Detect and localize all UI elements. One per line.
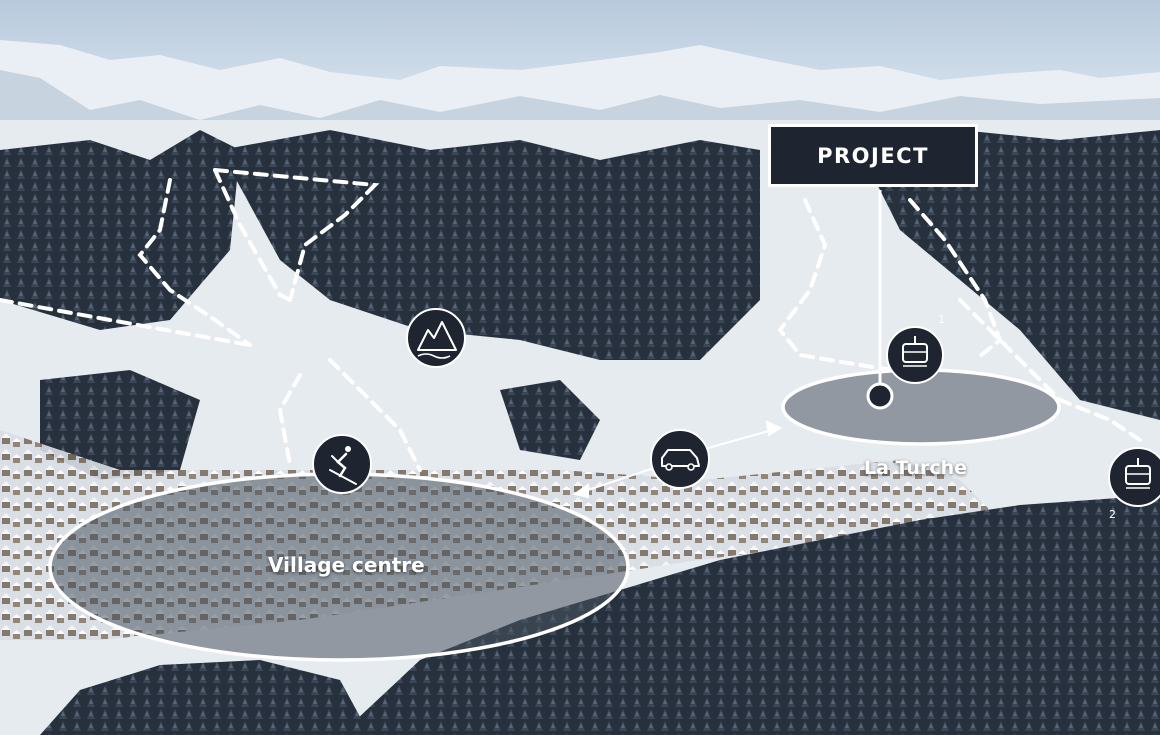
chairlift-2-number: 2	[1109, 508, 1116, 521]
foreground-forest	[340, 495, 1160, 735]
la-turche-label: La Turche	[864, 457, 967, 479]
route-arrow-to-la-turche	[707, 429, 773, 449]
ski-run-to-village-b	[328, 358, 422, 472]
route-arrowhead-la-turche	[765, 420, 783, 437]
project-label: PROJECT	[817, 143, 929, 168]
route-arrow-to-village	[581, 467, 655, 493]
project-location-pin	[866, 382, 894, 410]
chairlift-icon	[1108, 447, 1160, 507]
village-side-forest	[500, 380, 600, 460]
left-forest	[0, 130, 240, 330]
mid-forest-patch	[40, 370, 200, 480]
skier-icon	[312, 434, 372, 494]
chairlift-icon	[886, 326, 944, 384]
center-forest	[220, 130, 760, 360]
ski-run-la-turche-left	[777, 198, 907, 374]
ski-run-left-traverse	[0, 298, 252, 347]
right-forest	[860, 130, 1160, 420]
lower-left-forest	[40, 660, 370, 735]
ski-run-east	[958, 298, 1142, 442]
chairlift-1-number: 1	[938, 313, 945, 326]
ski-run-loop-return	[213, 168, 292, 302]
village-centre-label: Village centre	[268, 553, 425, 577]
mountain-icon	[406, 308, 466, 368]
ski-run-loop	[213, 168, 380, 302]
route-arrowhead-village	[572, 483, 589, 499]
project-label-box: PROJECT	[768, 124, 978, 187]
ski-run-left-descent	[137, 178, 252, 347]
ski-run-la-turche-right	[908, 198, 1003, 362]
car-icon	[650, 429, 710, 489]
ski-run-to-village-a	[277, 373, 302, 467]
